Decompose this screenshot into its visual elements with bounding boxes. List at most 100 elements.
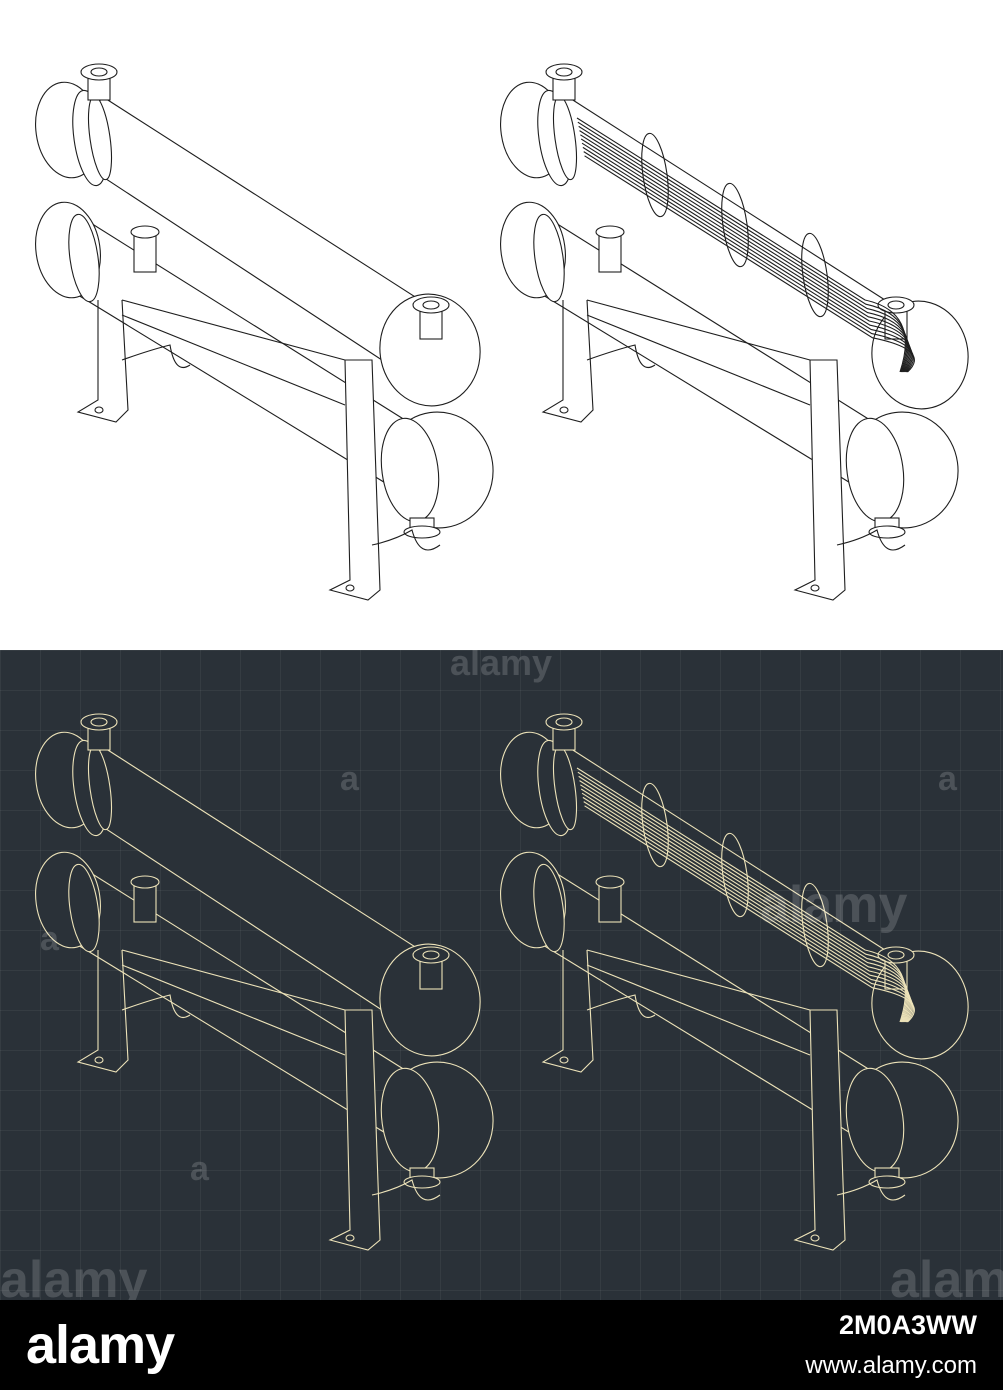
watermark-glyph: a [190,1150,209,1188]
watermark-text-bottom: alamy [0,1251,148,1309]
nozzle-bore [90,717,108,727]
support-leg-front [793,1009,846,1251]
leg-gusset-rear [586,994,656,1019]
heat-exchanger-tube-bundle-drawing [500,63,969,601]
watermark-glyph: a [40,920,59,958]
watermark-glyph: a [938,760,957,798]
bolt-hole [559,406,569,414]
nozzle-bore [555,67,573,77]
watermark-text-top: alamy [450,642,553,683]
lower-rear-flange [533,863,565,953]
saddle-beam-top [121,949,346,1011]
nozzle-bore [887,300,905,310]
saddle-beam-top [121,299,346,361]
baffle-plate [801,882,829,968]
heat-exchange-tube [578,125,908,373]
saddle-beam-bottom [586,964,811,1056]
heat-exchange-tube [581,792,912,1023]
upper-front-head [379,293,481,407]
support-leg-rear [76,949,129,1073]
bolt-hole [810,1234,820,1242]
brand-logo[interactable]: alamy [26,1315,175,1375]
light-blueprint-panel [0,0,1003,650]
saddle-beam-bottom [586,314,811,406]
upper-front-nozzle-flange [412,946,450,964]
baffle-plate [801,232,829,318]
leg-gusset-rear [586,344,656,369]
upper-front-nozzle-flange [877,946,915,964]
saddle-beam-top [586,299,811,361]
support-leg-rear [76,299,129,423]
leg-gusset-rear [121,994,191,1019]
support-leg-front [328,1009,381,1251]
leg-gusset-front [836,1179,906,1201]
heat-exchange-tube [580,134,910,373]
heat-exchange-tube [583,801,914,1023]
bolt-hole [345,1234,355,1242]
support-leg-rear [541,299,594,423]
heat-exchange-tube [579,780,909,1023]
stock-footer-bar: alamy 2M0A3WW www.alamy.com [0,1300,1003,1390]
heat-exchange-tube [580,138,911,373]
upper-shell-top-edge [564,744,886,951]
leg-gusset-front [836,529,906,551]
heat-exchange-tube [583,151,914,373]
bolt-hole [810,584,820,592]
baffle-plate [641,782,669,868]
heat-exchange-tube [576,117,906,373]
heat-exchanger-tube-bundle-drawing-dark [500,713,969,1251]
support-leg-front [793,359,846,601]
lower-rear-nozzle-flange [130,225,160,239]
lower-rear-flange [533,213,565,303]
lower-rear-nozzle-flange [130,875,160,889]
image-id-label: 2M0A3WW [838,1310,977,1340]
upper-rear-nozzle-flange [545,63,583,81]
upper-rear-nozzle-flange [545,713,583,731]
nozzle-bore [90,67,108,77]
light-drawings-svg [35,63,969,601]
heat-exchange-tube [579,130,909,373]
nozzle-bore [887,950,905,960]
dark-drawings-svg [35,713,969,1251]
baffle-plate [721,832,749,918]
nozzle-bore [555,717,573,727]
bolt-hole [559,1056,569,1064]
heat-exchange-tube [580,788,911,1023]
lower-rear-flange [68,863,100,953]
heat-exchange-tube [584,155,915,373]
site-link[interactable]: www.alamy.com [805,1352,977,1379]
nozzle-bore [422,950,440,960]
heat-exchange-tube [576,767,906,1023]
heat-exchange-tube [582,146,913,373]
heat-exchange-tube [577,771,907,1023]
dark-blueprint-panel: alamy a a a a alamy alamy alamy [0,642,1003,1309]
heat-exchange-tube [578,775,908,1023]
saddle-beam-bottom [121,314,346,406]
upper-rear-nozzle-flange [80,713,118,731]
watermark-text-bottom: alamy [890,1251,1003,1309]
upper-front-nozzle-flange [412,296,450,314]
heat-exchange-tube [581,142,912,373]
baffle-plate [641,132,669,218]
leg-gusset-front [371,529,441,551]
heat-exchange-tube [584,805,915,1023]
baffle-plate [721,182,749,268]
lower-rear-nozzle-flange [595,875,625,889]
heat-exchanger-exterior-drawing [35,63,494,601]
bolt-hole [94,406,104,414]
nozzle-bore [422,300,440,310]
watermark-text-center: alamy [760,876,908,934]
leg-gusset-rear [121,344,191,369]
saddle-beam-top [586,949,811,1011]
upper-shell-top-edge [564,94,886,301]
heat-exchange-tube [580,784,910,1023]
support-leg-front [328,359,381,601]
lower-rear-nozzle-flange [595,225,625,239]
leg-gusset-front [371,1179,441,1201]
saddle-beam-bottom [121,964,346,1056]
upper-front-nozzle-flange [877,296,915,314]
heat-exchange-tube [582,796,913,1023]
upper-rear-nozzle-flange [80,63,118,81]
lower-rear-flange [68,213,100,303]
heat-exchanger-exterior-drawing-dark [35,713,494,1251]
